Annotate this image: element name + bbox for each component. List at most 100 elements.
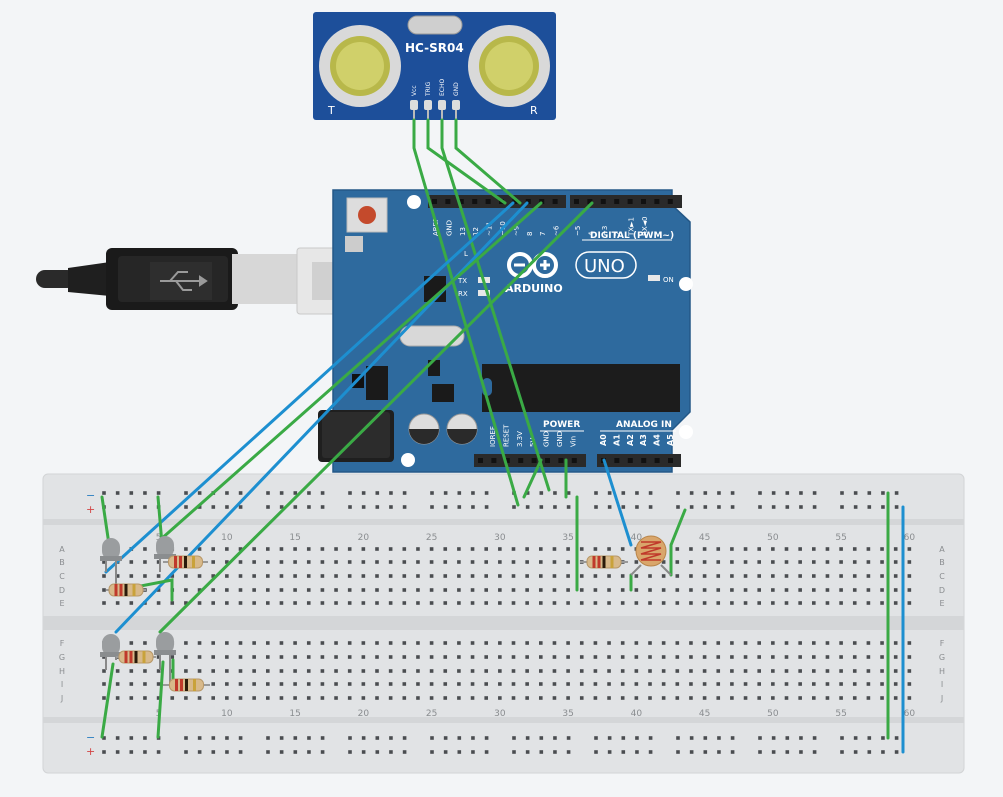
power-pin-label: IOREF bbox=[489, 426, 497, 447]
row-letter: C bbox=[59, 572, 65, 581]
row-letter: I bbox=[61, 680, 63, 689]
row-letter: J bbox=[940, 694, 943, 703]
row-letter: A bbox=[939, 545, 945, 554]
digital-pin-label: TX►1 bbox=[628, 217, 636, 237]
led[interactable] bbox=[100, 634, 122, 670]
digital-pin-label: ~11 bbox=[486, 221, 494, 236]
row-letter: H bbox=[59, 667, 65, 676]
rx-label: RX bbox=[458, 290, 468, 298]
digital-pin-label: ~9 bbox=[512, 226, 520, 236]
resistor[interactable] bbox=[116, 650, 156, 664]
column-number: 40 bbox=[631, 709, 643, 719]
row-letter: B bbox=[939, 558, 945, 567]
digital-pin-label: RX◄0 bbox=[641, 217, 649, 237]
analog-pin-label: A2 bbox=[626, 434, 635, 446]
digital-pin-label: ~6 bbox=[553, 225, 561, 236]
row-letter: J bbox=[60, 694, 63, 703]
analog-pin-label: A3 bbox=[639, 434, 648, 446]
resistor[interactable] bbox=[163, 678, 210, 692]
l-label: L bbox=[464, 250, 468, 258]
digital-pin-label: 4 bbox=[587, 231, 595, 236]
row-letter: E bbox=[59, 599, 64, 608]
rail-minus-bottom: − bbox=[86, 731, 95, 744]
column-number: 35 bbox=[562, 709, 573, 719]
resistor[interactable] bbox=[163, 555, 208, 569]
power-pin-label: 3.3V bbox=[516, 431, 524, 447]
row-letter: G bbox=[59, 653, 65, 662]
column-number: 45 bbox=[699, 533, 710, 543]
power-pin-label: GND bbox=[556, 431, 564, 447]
sensor-r-label: R bbox=[530, 104, 538, 117]
row-letter: D bbox=[59, 586, 65, 595]
led[interactable] bbox=[154, 632, 176, 685]
capacitor bbox=[446, 413, 478, 445]
column-number: 20 bbox=[358, 533, 370, 543]
analog-header[interactable] bbox=[597, 454, 681, 467]
digital-pin-label: 7 bbox=[539, 232, 547, 236]
power-pin-label: RESET bbox=[502, 424, 510, 447]
row-letter: F bbox=[60, 639, 65, 648]
digital-pin-label: 13 bbox=[459, 227, 467, 236]
rx-led bbox=[478, 290, 490, 296]
reset-button[interactable] bbox=[346, 197, 388, 233]
column-number: 55 bbox=[835, 709, 846, 719]
power-pin-label: GND bbox=[543, 431, 551, 447]
row-letter: C bbox=[939, 572, 945, 581]
analog-pin-label: A4 bbox=[653, 434, 662, 446]
sensor-model: HC-SR04 bbox=[405, 41, 464, 55]
on-led bbox=[648, 275, 660, 281]
analog-pin-label: A0 bbox=[599, 434, 608, 446]
column-number: 30 bbox=[494, 533, 506, 543]
row-letter: G bbox=[939, 653, 945, 662]
row-letter: D bbox=[939, 586, 945, 595]
column-number: 25 bbox=[426, 709, 437, 719]
on-label: ON bbox=[663, 276, 674, 284]
row-letter: F bbox=[940, 639, 945, 648]
photoresistor[interactable] bbox=[630, 535, 672, 576]
column-number: 55 bbox=[835, 533, 846, 543]
digital-pin-label: ~5 bbox=[574, 226, 582, 236]
digital-pin-label: ~3 bbox=[601, 226, 609, 236]
sensor-pin-label: ECHO bbox=[439, 79, 446, 96]
row-letter: I bbox=[941, 680, 943, 689]
column-number: 5 bbox=[156, 533, 162, 543]
arduino-brand: ARDUINO bbox=[505, 282, 563, 295]
column-number: 50 bbox=[767, 709, 779, 719]
column-number: 10 bbox=[221, 709, 233, 719]
atmega-chip bbox=[482, 364, 680, 412]
column-number: 15 bbox=[289, 533, 300, 543]
rail-minus-top: − bbox=[86, 489, 95, 502]
column-number: 60 bbox=[904, 709, 916, 719]
digital-header-right[interactable] bbox=[570, 195, 682, 208]
digital-pin-label: 2 bbox=[614, 232, 622, 236]
sensor-t-label: T bbox=[327, 104, 335, 117]
arduino-model: UNO bbox=[584, 256, 625, 277]
rail-plus-bottom: + bbox=[86, 745, 95, 758]
wires bbox=[100, 118, 905, 754]
column-number: 60 bbox=[904, 533, 916, 543]
row-letter: A bbox=[59, 545, 65, 554]
column-number: 20 bbox=[358, 709, 370, 719]
row-letter: H bbox=[939, 667, 945, 676]
resistor[interactable] bbox=[580, 555, 628, 569]
sensor-pin-label: Vcc bbox=[411, 85, 418, 96]
analog-title: ANALOG IN bbox=[616, 420, 672, 430]
rail-plus-top: + bbox=[86, 503, 95, 516]
row-letter: E bbox=[939, 599, 944, 608]
digital-header-left[interactable] bbox=[428, 195, 566, 208]
resistor[interactable] bbox=[106, 583, 146, 597]
digital-pin-label: GND bbox=[445, 220, 453, 236]
column-number: 15 bbox=[289, 709, 300, 719]
column-number: 45 bbox=[699, 709, 710, 719]
power-header[interactable] bbox=[474, 454, 586, 467]
column-number: 50 bbox=[767, 533, 779, 543]
digital-pin-label: 8 bbox=[526, 232, 534, 236]
usb-icon bbox=[160, 271, 208, 291]
